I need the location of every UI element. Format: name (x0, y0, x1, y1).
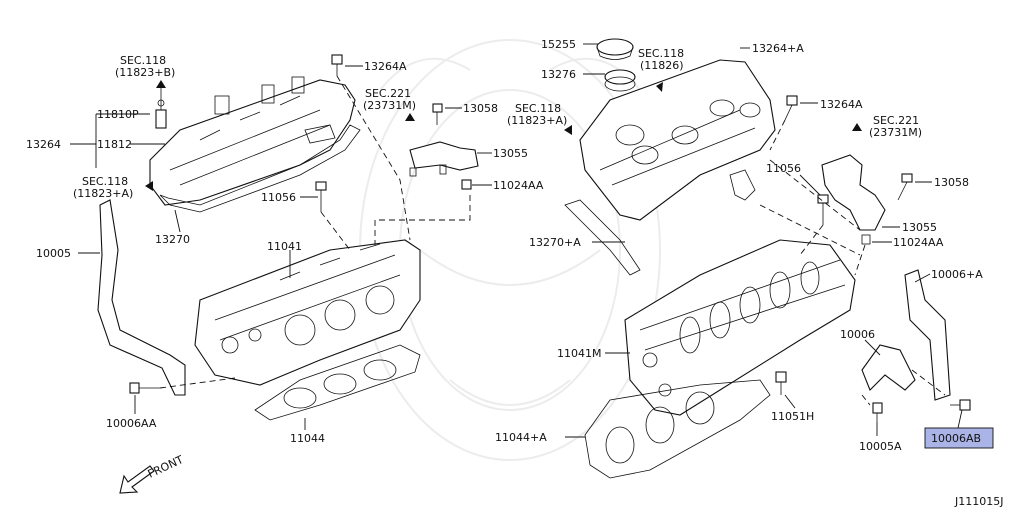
arrow-up-sec118-right (656, 82, 663, 92)
cylinder-head-right[interactable] (624, 239, 856, 416)
pcv-valve-left[interactable] (155, 88, 167, 129)
sec118-right-ref: (11826) (640, 59, 684, 72)
plug-11024AA-left[interactable] (461, 179, 472, 190)
label-13058-left: 13058 (463, 102, 498, 115)
bolt-13264A-right[interactable] (784, 95, 798, 121)
front-label: FRONT (146, 453, 186, 481)
label-11024AA-left: 11024AA (493, 179, 544, 192)
label-15255: 15255 (541, 38, 576, 51)
label-13264A-left: 13264A (364, 60, 407, 73)
arrow-up-sec221-right (852, 123, 862, 131)
cylinder-head-left[interactable] (194, 239, 421, 386)
sec118-top-label: SEC.118 (120, 54, 166, 67)
oil-filler-cap[interactable] (596, 38, 634, 60)
sec118-left-ref: (11823+A) (73, 187, 133, 200)
label-13055-right: 13055 (902, 221, 937, 234)
label-13058-right: 13058 (934, 176, 969, 189)
label-11041M: 11041M (557, 347, 601, 360)
label-11041: 11041 (267, 240, 302, 253)
bolt-10006AA[interactable] (129, 382, 160, 394)
sec118-mid-ref: (11823+A) (507, 114, 567, 127)
label-13264pA: 13264+A (752, 42, 804, 55)
bolt-11056-right[interactable] (817, 194, 829, 225)
bracket-10005[interactable] (97, 199, 186, 396)
bolt-11056-left[interactable] (315, 181, 327, 212)
oil-cap-seal[interactable] (604, 69, 636, 92)
sec118-top-ref: (11823+B) (115, 66, 175, 79)
arrow-left-sec118-left (145, 181, 153, 191)
sec221-mid-ref: (23731M) (363, 99, 416, 112)
left-bank-dashed-guides (159, 75, 471, 389)
head-gasket-right (584, 379, 771, 479)
label-10006pA: 10006+A (931, 268, 983, 281)
section-refs: SEC.118 (11823+B) SEC.118 (11823+A) SEC.… (73, 47, 922, 200)
head-gasket-left (254, 344, 421, 421)
highlight-10006AB (924, 427, 994, 449)
bolt-11051H[interactable] (775, 371, 787, 395)
label-13055-left: 13055 (493, 147, 528, 160)
label-11044pA: 11044+A (495, 431, 547, 444)
label-10005: 10005 (36, 247, 71, 260)
right-bank-dashed-guides (759, 119, 946, 406)
part-number-labels: 13264A 11810P 13264 11812 13058 13055 11… (26, 38, 994, 453)
sec118-left-label: SEC.118 (82, 175, 128, 188)
bracket-10006[interactable] (861, 344, 916, 391)
bolt-13058-right[interactable] (897, 173, 913, 201)
bolt-10006AB[interactable] (950, 399, 971, 411)
diagram-id: J111015J (954, 495, 1003, 508)
leader-lines (70, 43, 963, 438)
sec221-right-ref: (23731M) (869, 126, 922, 139)
front-direction-indicator: FRONT (119, 453, 186, 494)
label-13270: 13270 (155, 233, 190, 246)
label-13270pA: 13270+A (529, 236, 581, 249)
bolt-13264A-left[interactable] (331, 54, 343, 76)
label-11812: 11812 (97, 138, 132, 151)
label-11056-left: 11056 (261, 191, 296, 204)
arrow-left-sec118-mid (564, 125, 572, 135)
arrow-up-sec118-left (156, 80, 166, 88)
sec221-right-label: SEC.221 (873, 114, 919, 127)
bolt-10005A[interactable] (872, 402, 883, 422)
bracket-10006pA[interactable] (904, 269, 951, 401)
gasket-right-ring (729, 169, 756, 201)
label-13264: 13264 (26, 138, 61, 151)
rocker-cover-right[interactable] (579, 59, 776, 221)
label-11810P: 11810P (97, 108, 139, 121)
label-10006AA: 10006AA (106, 417, 157, 430)
label-10006: 10006 (840, 328, 875, 341)
gasket-right (564, 199, 641, 276)
gasket-left (159, 124, 361, 213)
label-10006AB: 10006AB (931, 432, 981, 445)
label-13264A-right: 13264A (820, 98, 863, 111)
cam-solenoid-left[interactable] (409, 141, 479, 177)
label-11044: 11044 (290, 432, 325, 445)
rocker-cover-left[interactable] (149, 76, 356, 206)
bolt-13058-left[interactable] (432, 103, 443, 125)
sec221-mid-label: SEC.221 (365, 87, 411, 100)
label-13276: 13276 (541, 68, 576, 81)
label-11024AA-right: 11024AA (893, 236, 944, 249)
label-11051H: 11051H (771, 410, 814, 423)
label-10005A: 10005A (859, 440, 902, 453)
cam-solenoid-right[interactable] (821, 154, 886, 245)
label-11056-right: 11056 (766, 162, 801, 175)
sec118-mid-label: SEC.118 (515, 102, 561, 115)
arrow-up-sec221-left (405, 113, 415, 121)
sec118-right-label: SEC.118 (638, 47, 684, 60)
